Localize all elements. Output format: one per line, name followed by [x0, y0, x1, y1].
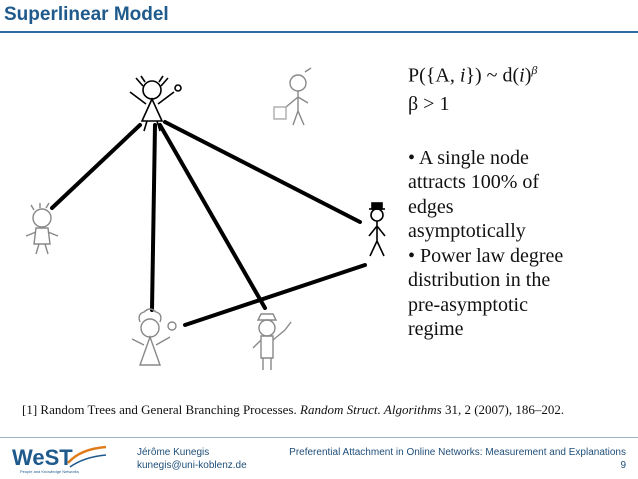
bullet-1-line: edges: [408, 195, 454, 218]
formula-mid: }) ~ d(: [465, 64, 520, 87]
formula-close: ): [524, 64, 532, 87]
person-hat-man-icon: [368, 202, 386, 257]
formula-beta: β > 1: [408, 92, 450, 115]
logo-text: WeST: [12, 445, 73, 470]
slide-title: Superlinear Model: [4, 4, 169, 25]
formula-var-i: i: [459, 64, 466, 87]
bullet-1-line: attracts 100% of: [408, 171, 540, 194]
bullet-1-line: • A single node: [408, 146, 529, 169]
reference-citation: [1] Random Trees and General Branching P…: [22, 402, 634, 418]
edge: [163, 120, 362, 224]
footer-rule: [0, 437, 638, 438]
bullet-2-line: regime: [408, 318, 464, 341]
formula-var-i: i: [519, 64, 525, 87]
page-number: 9: [620, 460, 626, 471]
author-block: Jérôme Kunegis kunegis@uni-koblenz.de: [137, 446, 247, 472]
edge: [50, 123, 142, 210]
person-sheriff-icon: [252, 313, 292, 370]
formula-prefix: P({A,: [408, 64, 460, 87]
author-name: Jérôme Kunegis: [137, 447, 210, 458]
edge: [158, 123, 267, 310]
reference-details: 31, 2 (2007), 186–202.: [441, 402, 565, 417]
person-child-left-icon: [25, 202, 59, 255]
bullet-1-line: asymptotically: [408, 220, 526, 243]
author-email[interactable]: kunegis@uni-koblenz.de: [137, 460, 247, 471]
content-column: P({A, i}) ~ d(i)β β > 1 • A single node …: [408, 56, 634, 342]
formula-probability: P({A, i}) ~ d(i)β: [408, 56, 634, 90]
edge: [183, 263, 367, 327]
person-girl-top-icon: [129, 75, 182, 132]
person-man-bag-icon: [273, 67, 312, 126]
logo-tagline: People and Knowledge Networks: [20, 469, 79, 474]
person-lady-icon: [131, 308, 177, 366]
title-bar: Superlinear Model: [0, 0, 638, 34]
west-logo-icon: WeST People and Knowledge Networks: [12, 445, 107, 474]
title-rule: [0, 31, 638, 33]
bullet-2-line: distribution in the: [408, 269, 551, 292]
network-edges: [50, 120, 367, 327]
footer: WeST People and Knowledge Networks Jérôm…: [0, 437, 638, 479]
bullet-2-line: • Power law degree: [408, 244, 564, 267]
talk-title: Preferential Attachment in Online Networ…: [289, 447, 626, 458]
talk-block: Preferential Attachment in Online Networ…: [289, 446, 626, 472]
edge: [150, 123, 157, 312]
bullet-2-line: pre-asymptotic: [408, 293, 528, 316]
formula-exponent: β: [531, 63, 538, 77]
reference-journal: Random Struct. Algorithms: [300, 402, 442, 417]
reference-title: [1] Random Trees and General Branching P…: [22, 402, 300, 417]
network-illustration: [25, 67, 386, 370]
